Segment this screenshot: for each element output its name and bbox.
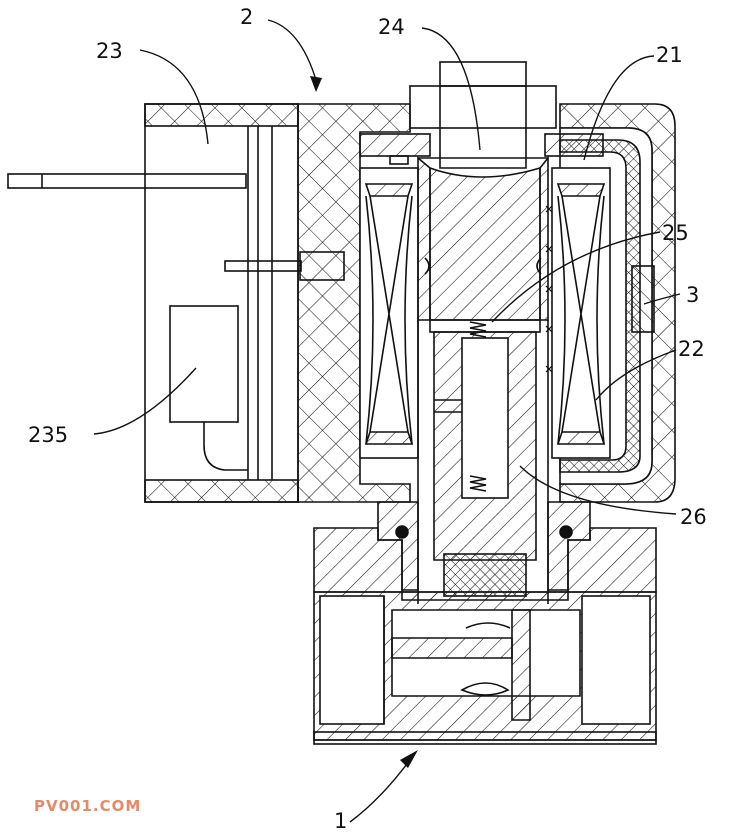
side-plate [631, 265, 655, 333]
spring-upper [469, 321, 487, 338]
chip-component [169, 305, 239, 423]
seal-pad [443, 553, 527, 597]
static-core [409, 61, 557, 321]
part-labels: 2 23 24 21 25 3 22 235 26 1 [28, 5, 707, 833]
label-24: 24 [378, 15, 405, 39]
electronics-box [7, 103, 345, 503]
label-235: 235 [28, 423, 68, 447]
valve-body [313, 501, 657, 745]
leader-lines [93, 19, 681, 823]
plunger-armature [417, 319, 549, 604]
label-25: 25 [662, 221, 689, 245]
label-3: 3 [686, 283, 699, 307]
label-1: 1 [334, 809, 347, 833]
label-26: 26 [680, 505, 707, 529]
label-22: 22 [678, 337, 705, 361]
label-21: 21 [656, 43, 683, 67]
spring-lower [469, 475, 487, 492]
label-23: 23 [96, 39, 123, 63]
watermark-text: PV001.COM [34, 797, 142, 815]
label-2: 2 [240, 5, 253, 29]
coil-assembly [359, 133, 641, 473]
